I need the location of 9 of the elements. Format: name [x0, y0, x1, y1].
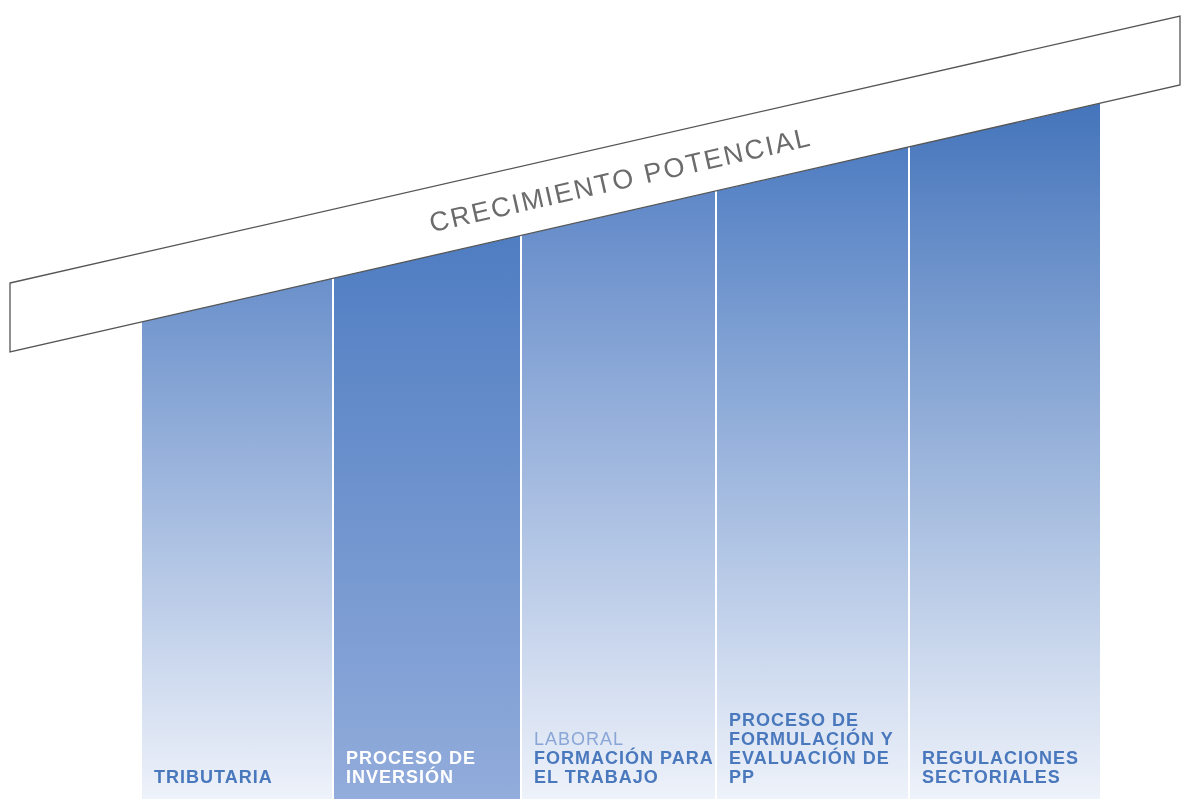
pillar-subtitle: LABORAL	[534, 730, 625, 749]
pillar-label: FORMACIÓN PARA EL TRABAJO	[534, 749, 714, 787]
pillar-label: PROCESO DE INVERSIÓN	[346, 749, 478, 787]
pillar	[142, 278, 332, 799]
pillar-label: TRIBUTARIA	[154, 768, 273, 787]
pillar-label: PROCESO DE FORMULACIÓN Y EVALUACIÓN DE PP	[729, 711, 895, 787]
pillar	[910, 103, 1100, 799]
pillar-label: REGULACIONES SECTORIALES	[922, 749, 1080, 787]
pillar	[334, 235, 520, 799]
